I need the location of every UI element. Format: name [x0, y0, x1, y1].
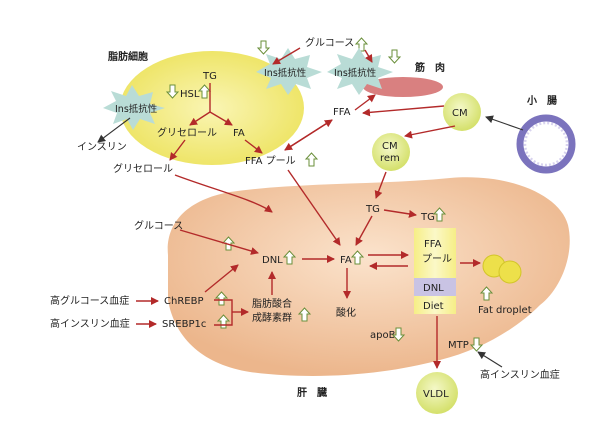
adipocyte-shape: [120, 51, 304, 165]
adipocyte-glycerol: グリセロール: [157, 126, 217, 139]
fat-droplet-up-arrow-icon: [479, 286, 494, 301]
tg-to-tg-right-arrow: [383, 209, 417, 218]
ins-resistance-burst-adipocyte: [103, 85, 165, 130]
ffa-pool-up-arrow-icon: [304, 152, 319, 167]
adipocyte-label: 脂肪細胞: [107, 50, 148, 63]
adipocyte-tg: TG: [202, 71, 217, 82]
cm-to-cm-rem-arrow: [404, 125, 456, 139]
glucose-down-arrow-left-icon: [256, 40, 271, 55]
hsl-down-arrow-icon: [165, 84, 180, 99]
vldl-circle: [416, 372, 458, 414]
liver-label: 肝 臓: [297, 386, 327, 399]
ins-resistance-burst-right: [327, 48, 393, 95]
cm-rem-to-tg-arrow: [374, 171, 387, 199]
liver-fat-droplet: Fat droplet: [478, 305, 532, 316]
top-ins-resistance-left: Ins抵抗性: [264, 67, 307, 79]
glycerol-to-liver-arrow: [174, 174, 273, 213]
top-cm: CM: [452, 108, 468, 119]
condition-hyperinsulinemia-left: 高インスリン血症: [50, 317, 130, 330]
ffa-to-muscle-arrow: [354, 94, 376, 111]
liver-dnl: DNL: [262, 255, 283, 266]
condition-hyperglycemia: 高グルコース血症: [50, 294, 129, 307]
top-ffa: FFA: [333, 107, 351, 118]
top-cm-rem-1: CM: [382, 141, 398, 152]
fa-to-ffa-pool-arrow: [244, 139, 263, 154]
glucose-to-dnl-arrow: [179, 229, 259, 255]
dnl-up-arrow-icon: [282, 250, 297, 265]
liver-tg-right: TG: [420, 212, 435, 223]
liver-fa: FA: [340, 255, 352, 266]
cm-to-ffa-arrow: [362, 105, 445, 117]
liver-enzymes-2: 成酵素群: [252, 311, 292, 324]
liver-pool-label: プール: [422, 253, 452, 265]
glucose-up-arrow-icon: [354, 37, 369, 52]
liver-vldl: VLDL: [423, 389, 449, 400]
top-glucose: グルコース: [305, 36, 354, 49]
ffa-pool-label: FFA プール: [245, 155, 296, 167]
liver-mtp: MTP: [448, 340, 469, 351]
glycerol-out-label: グリセロール: [113, 162, 173, 175]
top-ins-resistance-right: Ins抵抗性: [334, 67, 377, 79]
intestine-villi: [523, 121, 569, 167]
glucose-to-muscle-arrow: [364, 49, 373, 63]
hyperinsulinemia-to-mtp-arrow: [477, 351, 503, 368]
chrebp-up-arrow-icon: [214, 291, 229, 306]
dnl-box: [414, 278, 456, 296]
muscle-shape: [363, 77, 443, 97]
ffa-pool-box: [414, 228, 456, 278]
ins-resistance-to-insulin-arrow: [97, 117, 131, 143]
liver-dnl-box: DNL: [423, 283, 444, 294]
adipocyte-fa: FA: [233, 128, 245, 139]
liver-pool-ffa: FFA: [424, 239, 442, 250]
enzymes-up-arrow-icon: [297, 307, 312, 322]
cm-rem-circle: [372, 133, 410, 171]
liver-shape: [167, 177, 570, 376]
liver-chrebp: ChREBP: [164, 296, 203, 307]
top-cm-rem-2: rem: [380, 153, 400, 164]
fat-droplet-2: [498, 260, 522, 284]
adipocyte-ins-resistance: Ins抵抗性: [115, 103, 158, 115]
glucose-down-arrow-right-icon: [387, 49, 402, 64]
liver-srebp1c: SREBP1c: [162, 319, 206, 330]
liver-tg-top: TG: [365, 204, 380, 215]
insulin-label: インスリン: [77, 142, 127, 153]
liver-glucose: グルコース: [134, 219, 183, 232]
liver-enzymes-1: 脂肪酸合: [252, 297, 292, 310]
ffa-pool-to-fa-arrow: [287, 169, 341, 246]
intestine-label: 小 腸: [526, 94, 557, 107]
srebp1c-up-arrow-icon: [216, 314, 231, 329]
tg-right-up-arrow-icon: [432, 207, 447, 222]
liver-diet: Diet: [423, 301, 444, 312]
glycerol-out-arrow: [169, 139, 186, 161]
cm-circle: [443, 93, 481, 131]
apob-down-arrow-icon: [391, 327, 406, 342]
liver-oxidation: 酸化: [336, 306, 356, 319]
tg-to-glycerol-arrow: [189, 111, 211, 126]
tg-to-fa-arrow: [355, 215, 373, 246]
adipocyte-hsl: HSL: [180, 89, 200, 100]
tg-to-fa-arrow: [209, 111, 233, 126]
fa-up-arrow-icon: [350, 250, 365, 265]
glucose-to-adipocyte-arrow: [272, 47, 301, 65]
chrebp-to-dnl-arrow: [204, 264, 239, 293]
condition-hyperinsulinemia-right: 高インスリン血症: [480, 368, 560, 381]
mtp-down-arrow-icon: [469, 337, 484, 352]
intestine-to-cm-arrow: [485, 115, 524, 131]
hsl-up-arrow-icon: [197, 84, 212, 99]
liver-apob: apoB: [370, 330, 396, 341]
diet-box: [414, 296, 456, 314]
muscle-label: 筋 肉: [414, 61, 445, 74]
ffa-pool-to-ffa-arrow: [284, 119, 333, 151]
intestine-ring: [516, 114, 576, 174]
